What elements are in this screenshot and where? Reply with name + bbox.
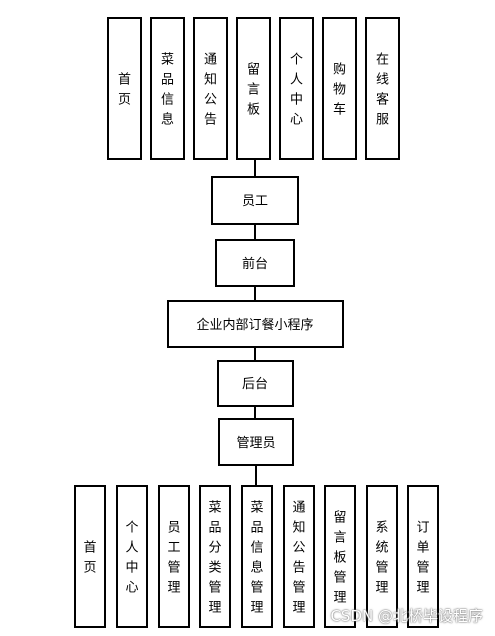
bottom-item: 系统管理 (366, 485, 398, 628)
bottom-label: 系统管理 (375, 521, 388, 596)
top-box (107, 17, 142, 160)
bottom-item: 员工管理 (158, 485, 190, 628)
top-label: 在线客服 (376, 53, 389, 128)
staff-box (211, 176, 299, 225)
bottom-box (116, 485, 148, 628)
bottom-box (199, 485, 231, 628)
top-box (322, 17, 357, 160)
top-item: 首页 (107, 17, 142, 160)
bottom-item: 首页 (74, 485, 106, 628)
front-box (215, 239, 295, 287)
bottom-item: 菜品信息管理 (241, 485, 273, 628)
bottom-item: 个人中心 (116, 485, 148, 628)
top-function-group: 首页 菜品信息 通知公告 留言板 个人中心 购物车 在线客服 (107, 17, 400, 160)
top-item: 菜品信息 (150, 17, 185, 160)
back-box (217, 360, 294, 407)
top-label: 购物车 (333, 62, 346, 118)
system-label: 企业内部订餐小程序 (196, 317, 313, 333)
middle-chain: 员工 前台 企业内部订餐小程序 后台 管理员 (167, 176, 344, 466)
bottom-item: 订单管理 (407, 485, 439, 628)
top-label: 个人中心 (290, 53, 303, 128)
bottom-label: 通知公告管理 (292, 501, 305, 616)
staff-label: 员工 (242, 194, 268, 209)
top-label: 菜品信息 (161, 53, 174, 128)
admin-box (218, 418, 294, 466)
top-item: 留言板 (236, 17, 271, 160)
bottom-label: 订单管理 (416, 521, 429, 596)
bottom-box (283, 485, 315, 628)
bottom-box (74, 485, 106, 628)
watermark: CSDN @北桥毕设程序 (330, 607, 483, 625)
system-box (167, 300, 344, 348)
bottom-item: 菜品分类管理 (199, 485, 231, 628)
bottom-box (366, 485, 398, 628)
top-item: 购物车 (322, 17, 357, 160)
top-item: 在线客服 (365, 17, 400, 160)
bottom-label: 员工管理 (167, 521, 180, 596)
bottom-item: 通知公告管理 (283, 485, 315, 628)
top-box (365, 17, 400, 160)
front-label: 前台 (242, 256, 268, 272)
top-item: 个人中心 (279, 17, 314, 160)
top-box (236, 17, 271, 160)
bottom-label: 留言板管理 (333, 511, 346, 606)
connector-lines (254, 159, 257, 486)
bottom-function-group: 首页 个人中心 员工管理 菜品分类管理 菜品信息管理 通知公告管理 留言板管理 系统管理 订单管… (74, 485, 439, 628)
bottom-box (324, 485, 356, 628)
top-box (150, 17, 185, 160)
bottom-label: 个人中心 (125, 521, 138, 596)
bottom-label: 菜品信息管理 (250, 501, 263, 616)
bottom-item: 留言板管理 (324, 485, 356, 628)
bottom-box (241, 485, 273, 628)
bottom-box (158, 485, 190, 628)
top-label: 首页 (118, 73, 131, 108)
top-label: 留言板 (247, 63, 260, 118)
bottom-label: 菜品分类管理 (208, 501, 221, 616)
top-label: 通知公告 (204, 53, 217, 128)
top-box (279, 17, 314, 160)
top-box (193, 17, 228, 160)
bottom-label: 首页 (83, 541, 96, 576)
bottom-box (407, 485, 439, 628)
admin-label: 管理员 (236, 436, 275, 451)
back-label: 后台 (242, 377, 268, 392)
top-item: 通知公告 (193, 17, 228, 160)
